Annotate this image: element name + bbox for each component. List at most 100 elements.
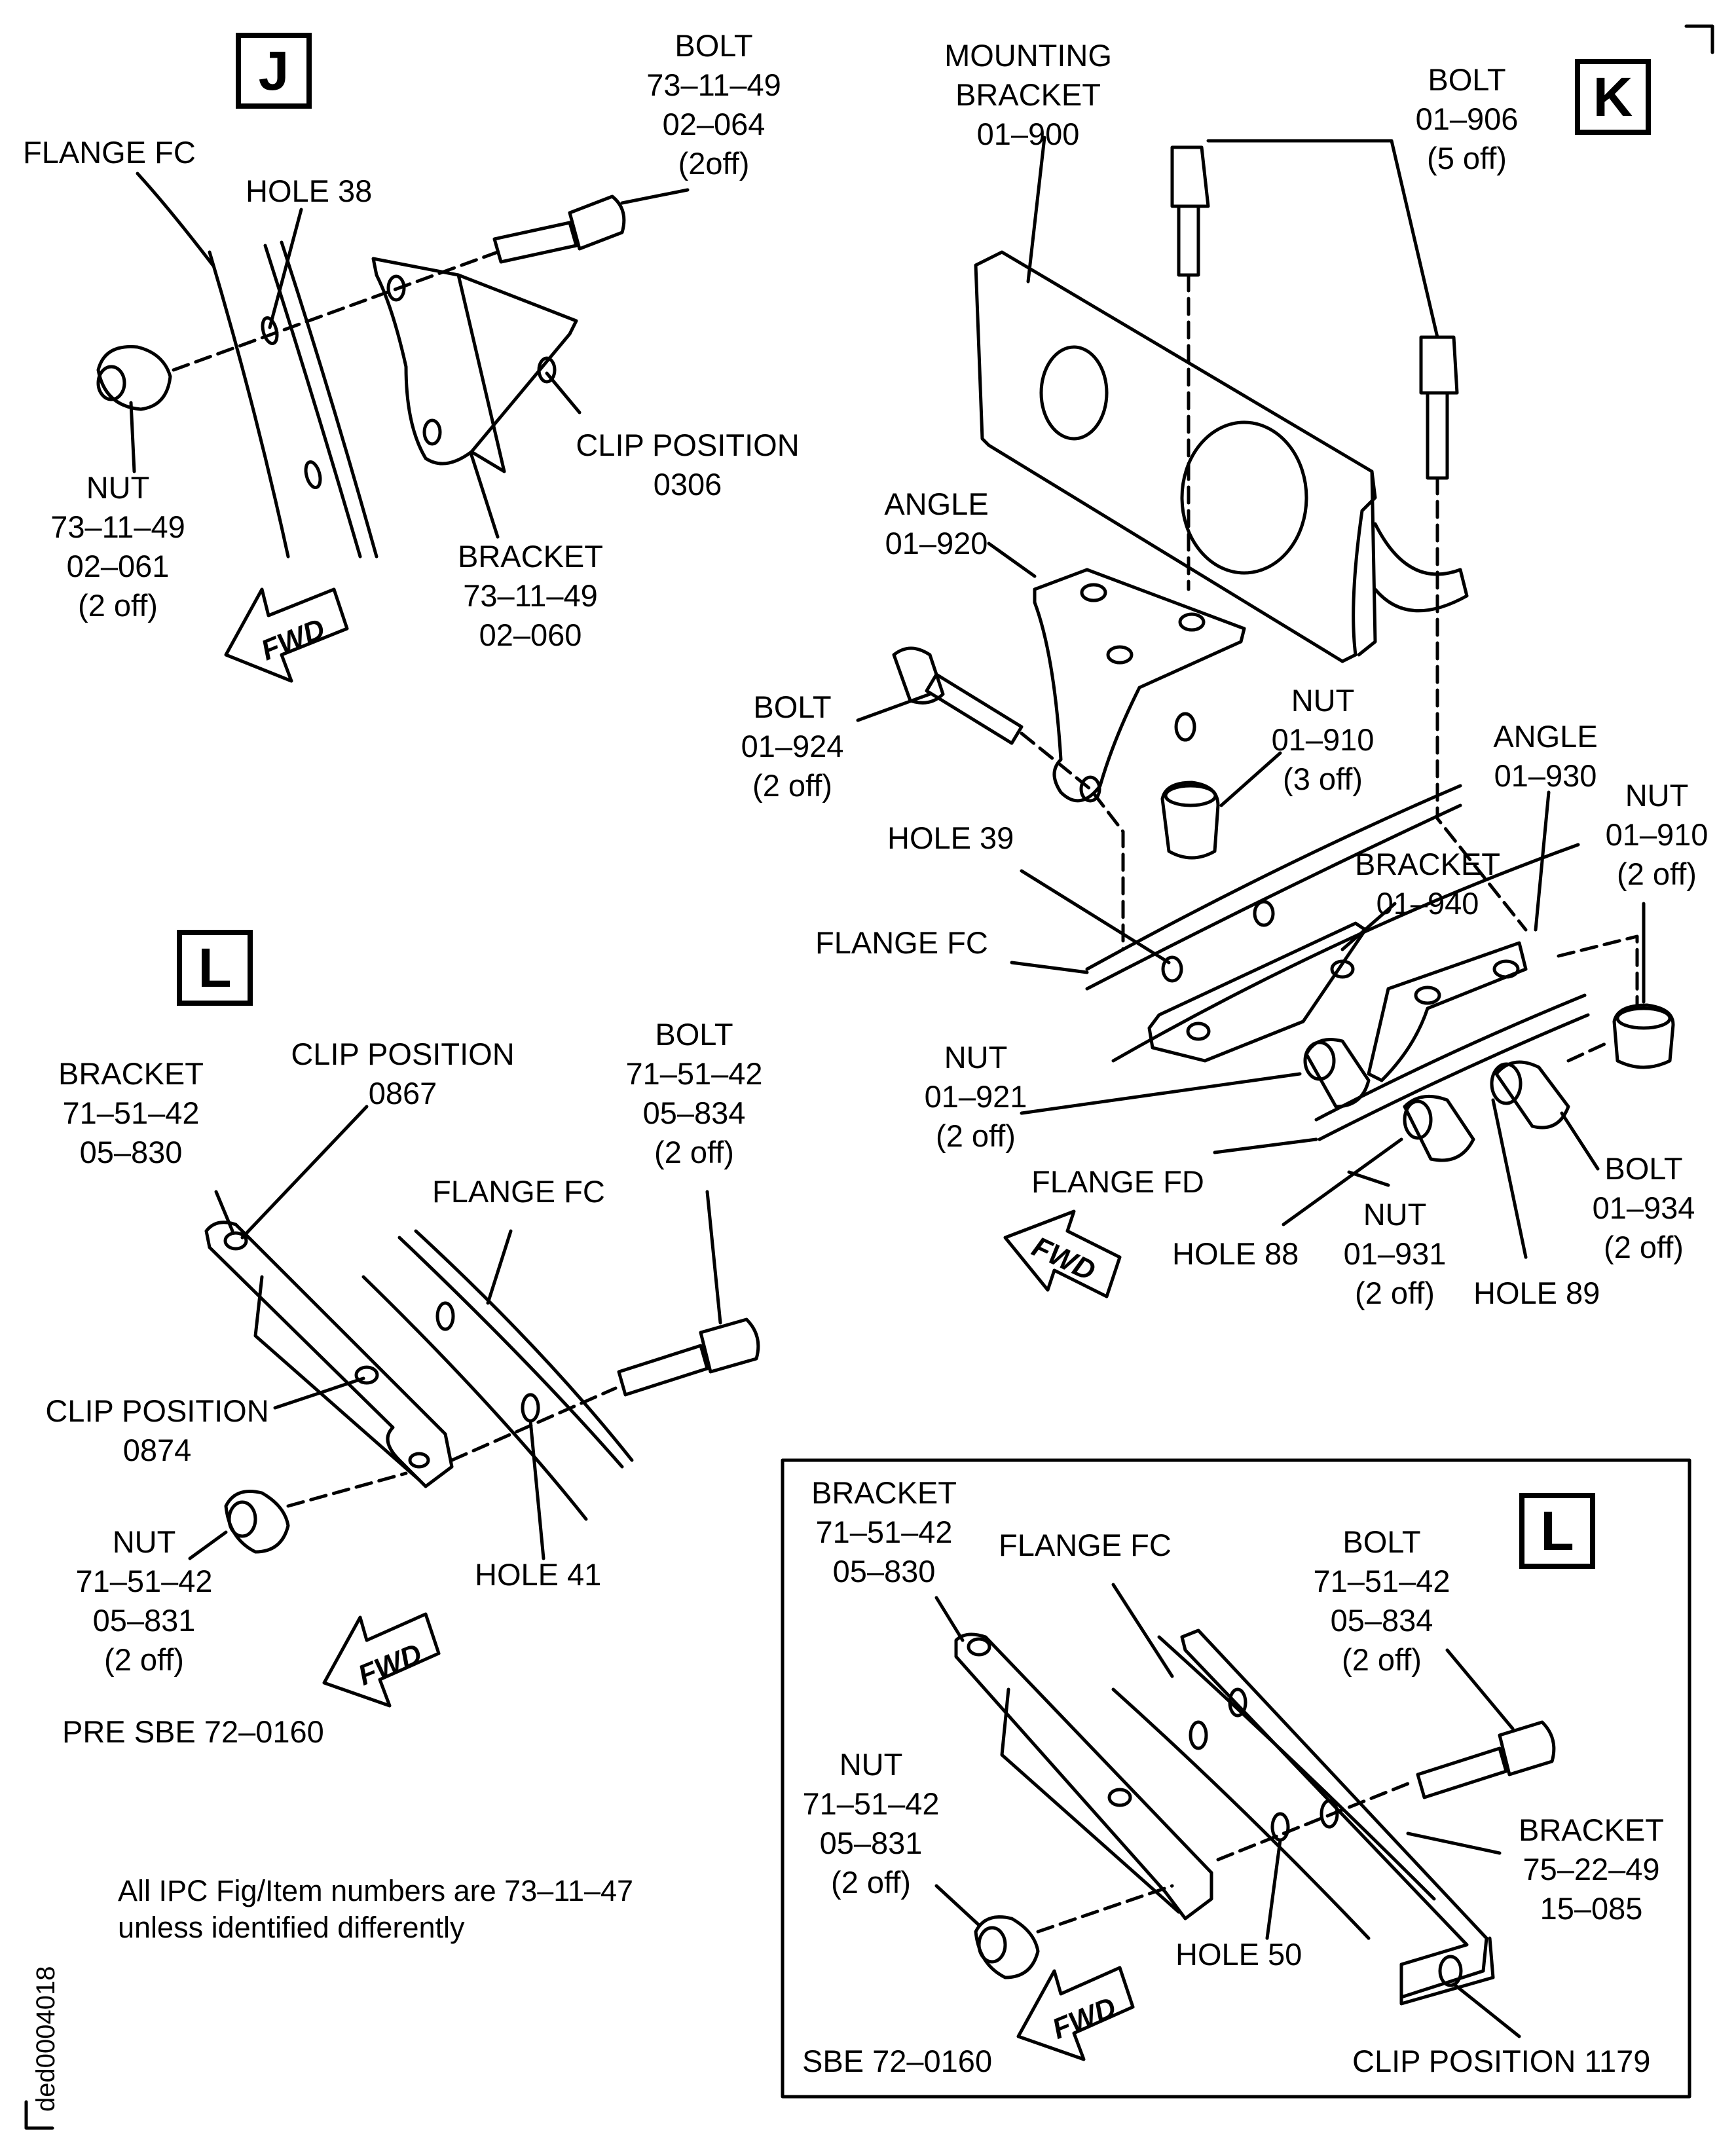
j-flange-line-3 [280, 240, 379, 559]
k-leader-flange-fc [1010, 961, 1089, 974]
k-angle-930 [1367, 941, 1528, 1082]
k-bolt-924-qty: (2 off) [752, 768, 832, 803]
k-nut-centre-lines [1557, 934, 1639, 1063]
k-bolt-924-centre-line [1020, 731, 1125, 951]
l-pre-bracket-title: BRACKET [58, 1056, 204, 1091]
k-angle-920-label: ANGLE 01–920 [858, 485, 1015, 563]
k-bracket-940-hole-2 [1330, 959, 1355, 979]
k-mounting-bracket-lip [1373, 522, 1469, 613]
k-bolt-934-item: 01–934 [1592, 1190, 1695, 1225]
k-nut-910-a-title: NUT [1291, 683, 1355, 718]
l-post-leader-nut [934, 1884, 981, 1927]
j-bolt-shank [492, 221, 578, 264]
l-post-nut-title: NUT [839, 1747, 903, 1782]
l-post-frame [781, 1458, 1691, 2099]
l-post-caption: SBE 72–0160 [802, 2044, 993, 2078]
l-post-bracket-085-fig: 75–22–49 [1523, 1852, 1660, 1886]
j-bolt-item: 02–064 [662, 107, 766, 141]
l-post-bracket-830-hole-2 [1107, 1788, 1132, 1807]
k-angle-920-hole-1 [1080, 583, 1107, 602]
l-pre-bracket-fig: 71–51–42 [62, 1095, 200, 1130]
j-bracket-item: 02–060 [479, 617, 582, 652]
k-flange-fd-line-1 [1314, 993, 1587, 1122]
l-pre-leader-clip-0874 [273, 1376, 365, 1410]
j-bracket-title: BRACKET [458, 539, 603, 574]
j-hole-label: HOLE 38 [246, 174, 373, 208]
k-bolt-924-shank [925, 672, 1024, 745]
l-pre-leader-bolt [705, 1190, 722, 1325]
l-pre-leader-nut [188, 1530, 228, 1560]
l-pre-centre-line [286, 1386, 618, 1508]
j-bolt-qty: (2off) [678, 146, 750, 181]
k-nut-910-a-top [1164, 784, 1217, 807]
j-bracket-hole-3 [537, 356, 557, 384]
j-nut-item: 02–061 [66, 549, 170, 583]
k-angle-920 [1033, 568, 1246, 803]
corner-mark-bottom-left [24, 2100, 54, 2130]
k-bracket-hole-large [1180, 420, 1308, 575]
l-post-leader-bracket-830 [934, 1596, 965, 1642]
k-bolt-924-label: BOLT 01–924 (2 off) [720, 688, 864, 805]
j-fwd-arrow: FWD [224, 587, 349, 683]
k-nut-910-b-title: NUT [1625, 778, 1689, 813]
k-flange-hole [1253, 900, 1275, 927]
l-post-flange-hole [1189, 1720, 1208, 1750]
l-post-bracket-830-fig: 71–51–42 [815, 1515, 953, 1549]
l-pre-bolt-label: BOLT 71–51–42 05–834 (2 off) [609, 1015, 779, 1172]
l-post-nut-face [977, 1926, 1007, 1964]
j-nut-fig: 73–11–49 [50, 509, 185, 544]
k-nut-931-face [1403, 1099, 1433, 1140]
l-pre-leader-bracket [214, 1190, 234, 1233]
k-nut-921-face [1303, 1040, 1336, 1081]
l-pre-leader-flange [486, 1229, 513, 1305]
l-pre-clip-0874-label: CLIP POSITION 0874 [26, 1391, 288, 1470]
k-angle-930-label: ANGLE 01–930 [1473, 717, 1617, 796]
j-bolt-label: BOLT 73–11–49 02–064 (2off) [629, 26, 799, 183]
k-bolt-906-item: 01–906 [1415, 101, 1519, 136]
l-post-hole-label: HOLE 50 [1175, 1937, 1302, 1972]
k-leader-angle-930 [1534, 790, 1551, 932]
k-flange-fc-label: FLANGE FC [815, 925, 988, 960]
j-leader-flange [136, 172, 215, 267]
view-l-post-drawing: FWD [934, 1583, 1556, 2061]
l-post-leader-bracket-085 [1406, 1831, 1502, 1855]
l-pre-leader-hole [528, 1419, 545, 1560]
k-mounting-bracket-label: MOUNTING BRACKET 01–900 [930, 36, 1126, 154]
k-mounting-bracket [974, 250, 1377, 663]
j-nut-qty: (2 off) [78, 588, 158, 623]
j-bracket-hole-2 [422, 418, 442, 446]
k-leader-nut-910-a [1219, 751, 1282, 807]
k-nut-921-label: NUT 01–921 (2 off) [904, 1038, 1048, 1156]
k-bolt-934-qty: (2 off) [1604, 1230, 1684, 1264]
k-nut-931-title: NUT [1363, 1197, 1427, 1232]
l-pre-clip-0867-title: CLIP POSITION [291, 1037, 515, 1071]
k-angle-930-title: ANGLE [1493, 719, 1598, 754]
l-post-bolt-qty: (2 off) [1342, 1642, 1422, 1677]
l-post-nut-fig: 71–51–42 [802, 1786, 940, 1821]
l-post-bracket-085-hole-2 [1320, 1799, 1339, 1829]
j-bolt-fig: 73–11–49 [646, 67, 781, 102]
k-angle-930-hole-1 [1414, 985, 1441, 1005]
k-mounting-bracket-edge [1357, 469, 1377, 657]
l-post-bolt-label: BOLT 71–51–42 05–834 (2 off) [1297, 1522, 1467, 1680]
k-nut-910-b-label: NUT 01–910 (2 off) [1591, 776, 1722, 894]
l-post-bolt-item: 05–834 [1330, 1603, 1433, 1638]
k-nut-910-b-item: 01–910 [1605, 817, 1708, 852]
k-flange-fc-line-3 [1111, 843, 1580, 1063]
k-leader-bolt-906 [1206, 139, 1439, 339]
j-clip-label: CLIP POSITION 0306 [557, 426, 819, 504]
view-k-letter: K [1575, 59, 1651, 135]
l-post-nut-qty: (2 off) [831, 1865, 911, 1900]
l-post-flange-line-1 [1111, 1687, 1371, 1940]
k-leader-hole-88 [1282, 1137, 1403, 1226]
k-nut-921-qty: (2 off) [936, 1118, 1016, 1153]
l-pre-bracket-hole-3 [408, 1452, 430, 1469]
general-note: All IPC Fig/Item numbers are 73–11–47 un… [118, 1873, 633, 1946]
l-pre-hole-label: HOLE 41 [475, 1557, 602, 1592]
l-post-bracket-830-web [1000, 1687, 1181, 1914]
view-l-pre-drawing: FWD [188, 1105, 760, 1708]
l-pre-nut [224, 1490, 290, 1554]
k-angle-920-hole-3 [1106, 645, 1134, 665]
l-post-centre-line [1036, 1779, 1416, 1934]
